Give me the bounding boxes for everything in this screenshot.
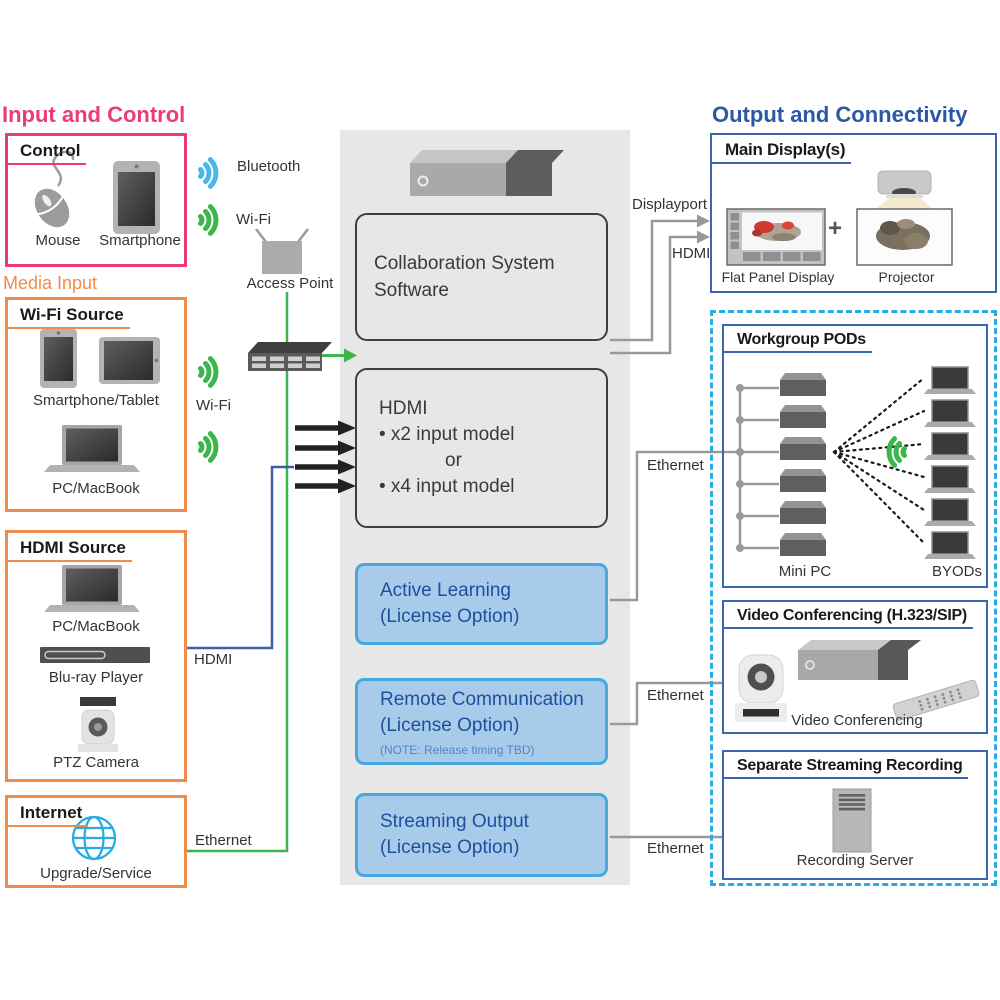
internet-box: Internet Upgrade/Service	[5, 795, 187, 888]
remote-communication-title: Remote Communication	[380, 688, 584, 710]
green-arrow-head	[344, 348, 357, 363]
bluetooth-label: Bluetooth	[237, 158, 301, 175]
hdmi-input-arrows	[295, 420, 356, 494]
streaming-recording-box: Separate Streaming Recording Recording S…	[722, 750, 988, 880]
collaboration-software-box: Collaboration System Software	[355, 213, 608, 341]
ptz-camera-label: PTZ Camera	[53, 754, 139, 771]
displayport-label: Displayport	[632, 196, 708, 213]
smartphone-tablet-label: Smartphone/Tablet	[33, 392, 159, 409]
smartphone-label: Smartphone	[99, 232, 181, 249]
pods-bus-dots	[736, 384, 744, 552]
mouse-icon	[34, 150, 75, 228]
hdmi-out-label: HDMI	[672, 245, 711, 262]
pc-macbook-label-hdmi: PC/MacBook	[52, 618, 140, 635]
hdmi-or: or	[445, 450, 462, 471]
main-displays-title: Main Display(s)	[712, 139, 852, 164]
pods-bus-line	[738, 386, 779, 550]
streaming-recording-title: Separate Streaming Recording	[724, 756, 969, 779]
internet-title: Internet	[8, 802, 89, 827]
active-learning-box: Active Learning (License Option)	[355, 563, 608, 645]
wifi-top-label: Wi-Fi	[236, 211, 271, 228]
byods-label: BYODs	[931, 563, 982, 580]
main-displays-box: Main Display(s) Flat Panel Display + Pro…	[710, 133, 997, 293]
control-box: Control Mouse Smartphone	[5, 133, 187, 267]
gray-arrow-heads	[697, 214, 710, 244]
ethernet-rec-label: Ethernet	[647, 840, 704, 857]
tablet-icon	[99, 337, 160, 384]
access-point-label: Access Point	[246, 275, 334, 292]
flat-panel-label: Flat Panel Display	[721, 269, 835, 285]
vc-codec-icon	[798, 640, 921, 680]
pods-wireless-links	[832, 376, 926, 545]
workgroup-pods-title: Workgroup PODs	[724, 330, 872, 353]
wifi-mid-label: Wi-Fi	[196, 397, 231, 414]
mini-pc-label: Mini PC	[778, 563, 832, 580]
access-point-icon	[255, 228, 309, 274]
remote-control-icon	[892, 679, 980, 721]
bluray-player-icon	[40, 647, 150, 663]
active-learning-subtitle: (License Option)	[380, 606, 520, 627]
active-learning-title: Active Learning	[380, 580, 511, 601]
wifi-icon-mid2	[201, 434, 216, 461]
wifi-icon-top	[201, 207, 216, 234]
hdmi-in-label: HDMI	[194, 651, 233, 668]
mouse-label: Mouse	[35, 232, 81, 249]
wifi-source-title: Wi-Fi Source	[8, 304, 130, 329]
smartphone-icon-media	[40, 329, 77, 388]
main-unit-icon	[410, 150, 564, 196]
media-input-label: Media Input	[3, 273, 98, 293]
globe-icon	[71, 815, 117, 861]
ptz-camera-icon-vc	[735, 654, 787, 722]
streaming-output-box: Streaming Output (License Option)	[355, 793, 608, 877]
smartphone-icon-control	[113, 161, 160, 234]
projector-icon	[856, 170, 953, 266]
video-conferencing-caption: Video Conferencing	[791, 712, 923, 729]
remote-communication-subtitle: (License Option)	[380, 714, 520, 736]
output-connectivity-title: Output and Connectivity	[712, 102, 968, 127]
remote-communication-note: (NOTE: Release timing TBD)	[380, 742, 535, 757]
ethernet-pods-label: Ethernet	[647, 457, 704, 474]
video-conferencing-box: Video Conferencing (H.323/SIP) Video Con…	[722, 600, 988, 734]
video-conferencing-title: Video Conferencing (H.323/SIP)	[724, 606, 973, 629]
ethernet-vc-label: Ethernet	[647, 687, 704, 704]
workgroup-pods-box: Workgroup PODs Mini PC BYODs	[722, 324, 988, 588]
bluray-label: Blu-ray Player	[48, 669, 144, 686]
plus-sign: +	[828, 215, 843, 242]
streaming-output-title: Streaming Output	[380, 811, 529, 832]
remote-communication-box: Remote Communication (License Option) (N…	[355, 678, 608, 765]
gray-connectors	[610, 219, 740, 839]
ptz-camera-icon-left	[78, 697, 118, 752]
ethernet-in-label: Ethernet	[195, 832, 252, 849]
wifi-source-box: Wi-Fi Source Smartphone/Tablet PC/MacBoo…	[5, 297, 187, 512]
hdmi-source-box: HDMI Source PC/MacBook Blu-ray Player PT…	[5, 530, 187, 782]
hdmi-option2: • x4 input model	[379, 476, 515, 497]
projector-label: Projector	[878, 269, 935, 285]
ethernet-green-line	[187, 292, 344, 853]
collaboration-software-label: Collaboration System Software	[374, 253, 555, 301]
hdmi-blue-line	[187, 465, 294, 650]
laptop-icon-wifi-source	[44, 425, 140, 472]
network-switch-icon	[248, 342, 332, 371]
recording-server-caption: Recording Server	[796, 852, 914, 869]
input-control-title: Input and Control	[2, 102, 186, 127]
hdmi-source-title: HDMI Source	[8, 537, 132, 562]
wifi-icon-mid1	[201, 359, 216, 386]
laptop-icon-hdmi-source	[44, 565, 140, 612]
hdmi-input-box: HDMI • x2 input model or • x4 input mode…	[355, 368, 608, 528]
pc-macbook-label-wifi: PC/MacBook	[52, 480, 140, 497]
recording-server-icon	[832, 788, 872, 853]
control-box-title: Control	[8, 140, 87, 165]
hdmi-box-title: HDMI	[379, 398, 428, 419]
upgrade-service-label: Upgrade/Service	[40, 865, 152, 882]
connectivity-dashed-box	[710, 310, 997, 886]
bluetooth-icon	[201, 160, 216, 187]
hdmi-option1: • x2 input model	[379, 424, 515, 445]
flat-panel-display-icon	[726, 208, 826, 266]
streaming-output-subtitle: (License Option)	[380, 837, 520, 858]
